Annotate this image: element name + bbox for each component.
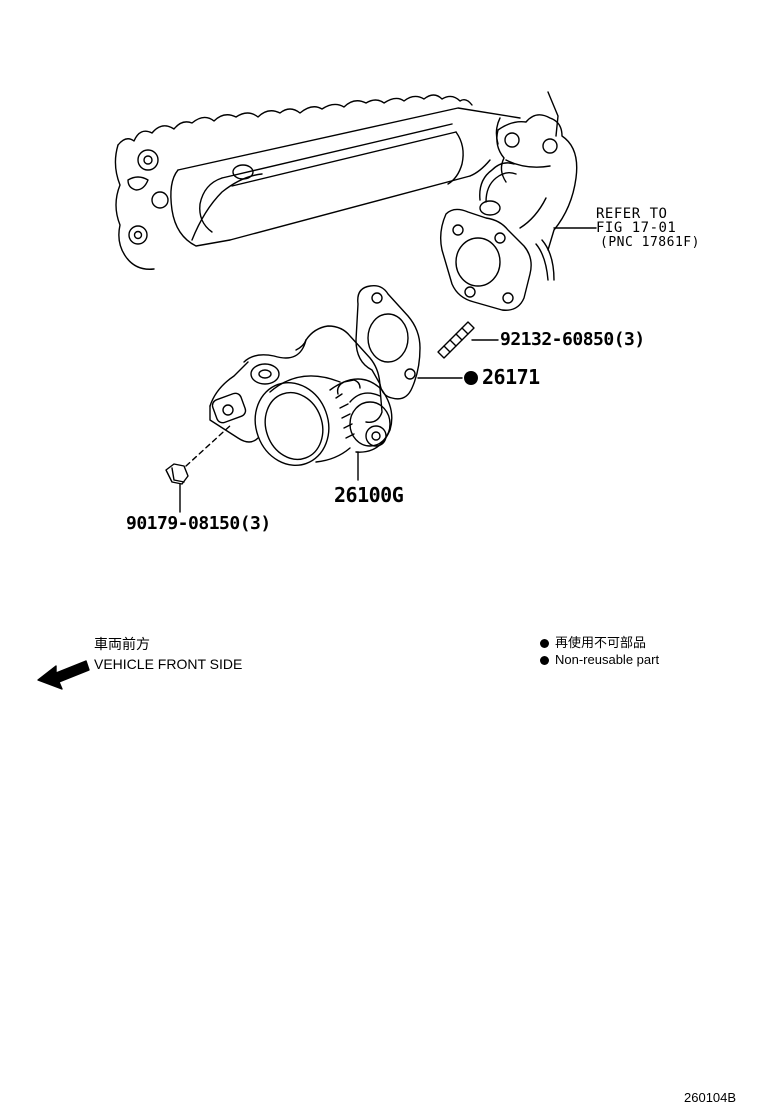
stud-bolt <box>437 321 475 359</box>
legend-label-en: Non-reusable part <box>555 652 660 667</box>
vehicle-front-label-en: VEHICLE FRONT SIDE <box>94 656 243 672</box>
intake-manifold <box>114 91 578 311</box>
nut-dashed-line <box>185 423 233 467</box>
throttle-body-26100g <box>209 325 393 467</box>
stud-bolt-part-number: 92132-60850(3) <box>500 329 645 350</box>
vehicle-front-arrow-icon <box>37 660 90 690</box>
throttle-body-part-number: 26100G <box>334 483 404 507</box>
vehicle-front-label-jp: 車両前方 <box>94 636 150 652</box>
refer-line-1: REFER TO <box>596 206 668 222</box>
nut <box>165 463 189 485</box>
nut-part-number: 90179-08150(3) <box>126 513 271 534</box>
legend-row-jp: 再使用不可部品 <box>540 636 646 649</box>
non-reusable-marker-icon <box>464 371 478 385</box>
diagram-code: 260104B <box>684 1090 737 1105</box>
legend-dot-icon <box>540 656 549 666</box>
gasket-part-number: 26171 <box>482 365 540 389</box>
legend-dot-icon <box>540 639 549 649</box>
gasket-part-callout: 26171 <box>464 367 540 387</box>
legend-row-en: Non-reusable part <box>540 653 659 666</box>
gasket-26171 <box>355 284 421 400</box>
refer-line-3: (PNC 17861F) <box>600 235 700 250</box>
legend-label-jp: 再使用不可部品 <box>555 635 647 650</box>
refer-line-2: FIG 17-01 <box>596 220 677 236</box>
